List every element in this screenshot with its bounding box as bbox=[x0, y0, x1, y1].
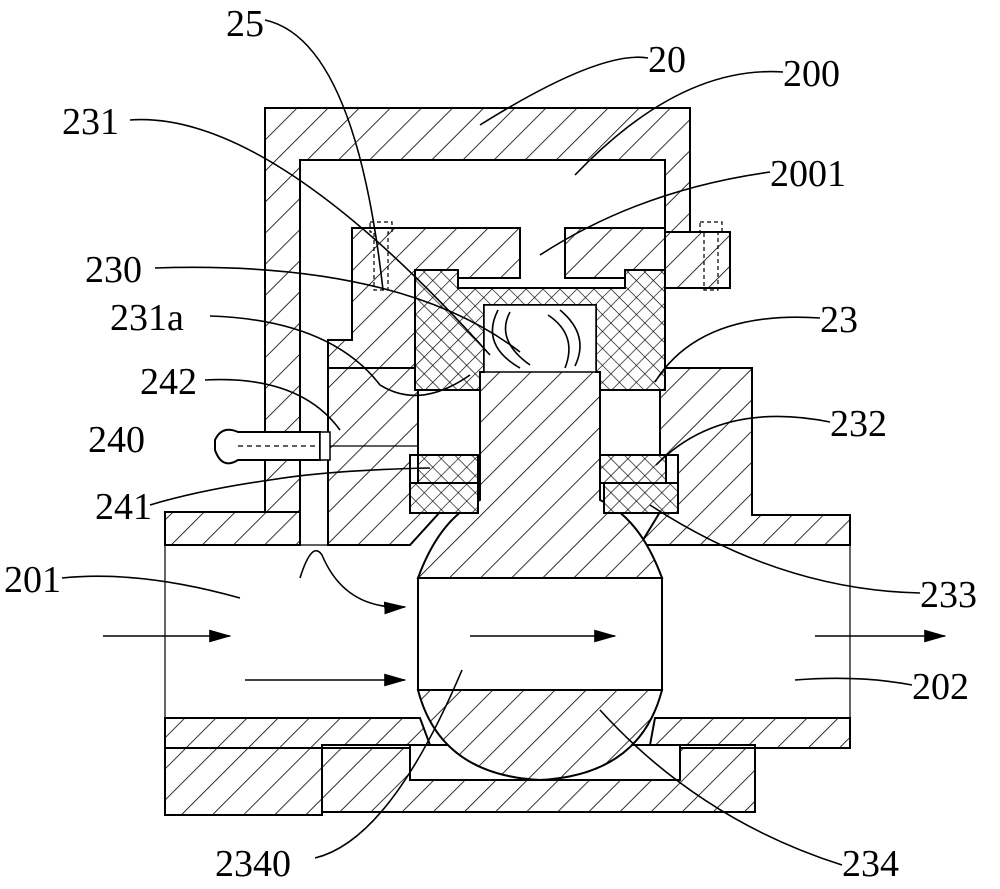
label-230: 230 bbox=[85, 249, 142, 291]
label-200: 200 bbox=[783, 53, 840, 95]
label-231: 231 bbox=[62, 101, 119, 143]
label-202: 202 bbox=[912, 666, 969, 708]
label-201: 201 bbox=[4, 559, 61, 601]
seal-assembly bbox=[409, 269, 679, 514]
label-242: 242 bbox=[140, 361, 197, 403]
label-231a: 231a bbox=[110, 297, 184, 339]
label-232: 232 bbox=[830, 403, 887, 445]
label-234: 234 bbox=[842, 843, 899, 885]
flow-channel bbox=[164, 544, 851, 718]
valve-housing bbox=[164, 107, 851, 816]
label-2001: 2001 bbox=[770, 153, 846, 195]
label-2340: 2340 bbox=[215, 843, 291, 885]
side-plug bbox=[214, 428, 418, 465]
label-233: 233 bbox=[920, 574, 977, 616]
valve-ball bbox=[416, 367, 664, 782]
flow-arrows bbox=[103, 550, 947, 687]
leader-lines bbox=[61, 19, 921, 866]
label-23: 23 bbox=[820, 299, 858, 341]
label-20: 20 bbox=[648, 39, 686, 81]
reference-labels: 25 20 200 231 2001 230 231a 23 242 240 2… bbox=[4, 3, 977, 885]
bolt-right bbox=[699, 221, 723, 291]
label-241: 241 bbox=[95, 486, 152, 528]
chamber-vanes bbox=[483, 304, 597, 373]
label-25: 25 bbox=[226, 3, 264, 45]
label-240: 240 bbox=[88, 419, 145, 461]
